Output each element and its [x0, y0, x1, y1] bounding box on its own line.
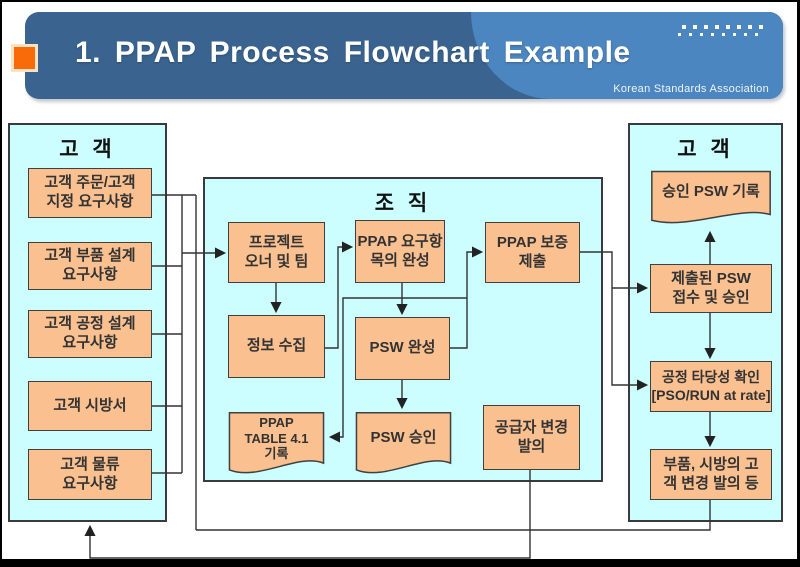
dot-icon [733, 33, 736, 36]
supplier-change-initiation: 공급자 변경 발의 [483, 405, 580, 470]
dot-icon [689, 33, 692, 36]
dot-icon [737, 25, 741, 29]
feedback-lines [84, 470, 711, 559]
customer-change-initiation: 부품, 시방의 고 객 변경 발의 등 [650, 449, 772, 500]
project-owner-and-team: 프로젝트 오너 및 팀 [228, 222, 325, 283]
dot-icon [715, 25, 719, 29]
customer-process-design-requirements: 고객 공정 설계 요구사항 [28, 310, 152, 358]
customer-right-title: 고 객 [677, 138, 734, 161]
dot-icon [744, 33, 747, 36]
ppap-requirements-completion: PPAP 요구항 목의 완성 [355, 220, 445, 283]
dot-icon [682, 25, 686, 29]
dot-icon [722, 33, 725, 36]
approved-psw-record: 승인 PSW 기록 [650, 170, 772, 228]
customer-order-requirements: 고객 주문/고객 지정 요구사항 [28, 168, 152, 218]
dot-icon [693, 25, 697, 29]
dot-icon [704, 25, 708, 29]
title-bar: 1. PPAP Process Flowchart Example Korean… [25, 12, 783, 99]
dot-icon [759, 25, 763, 29]
dot-icon [748, 25, 752, 29]
ppap-warrant-submission: PPAP 보증 제출 [485, 222, 580, 283]
dot-icon [726, 25, 730, 29]
association-label: Korean Standards Association [613, 83, 769, 95]
accent-bullet-icon [11, 44, 38, 72]
dot-icon [700, 33, 703, 36]
customer-part-design-requirements: 고객 부품 설계 요구사항 [28, 242, 152, 290]
customer-logistics-requirements: 고객 물류 요구사항 [28, 449, 152, 500]
dot-icon [678, 33, 681, 36]
organization-title: 조 직 [374, 192, 432, 215]
submitted-psw-receipt-approval: 제출된 PSW 접수 및 승인 [650, 264, 772, 313]
page-title: 1. PPAP Process Flowchart Example [75, 36, 631, 69]
dot-icon [755, 33, 758, 36]
psw-completion: PSW 완성 [355, 317, 450, 380]
process-validity-confirmation: 공정 타당성 확인 [PSO/RUN at rate] [650, 361, 772, 412]
customer-specification: 고객 시방서 [28, 381, 152, 431]
dot-icon [711, 33, 714, 36]
psw-approval-document: PSW 승인 [355, 411, 452, 479]
customer-left-title: 고 객 [59, 138, 116, 161]
title-bar-light-shape [471, 12, 783, 99]
dots-decoration-icon [670, 25, 763, 36]
ppap-table-41-record: PPAP TABLE 4.1 기록 [228, 411, 325, 479]
information-gathering: 정보 수집 [228, 315, 325, 378]
